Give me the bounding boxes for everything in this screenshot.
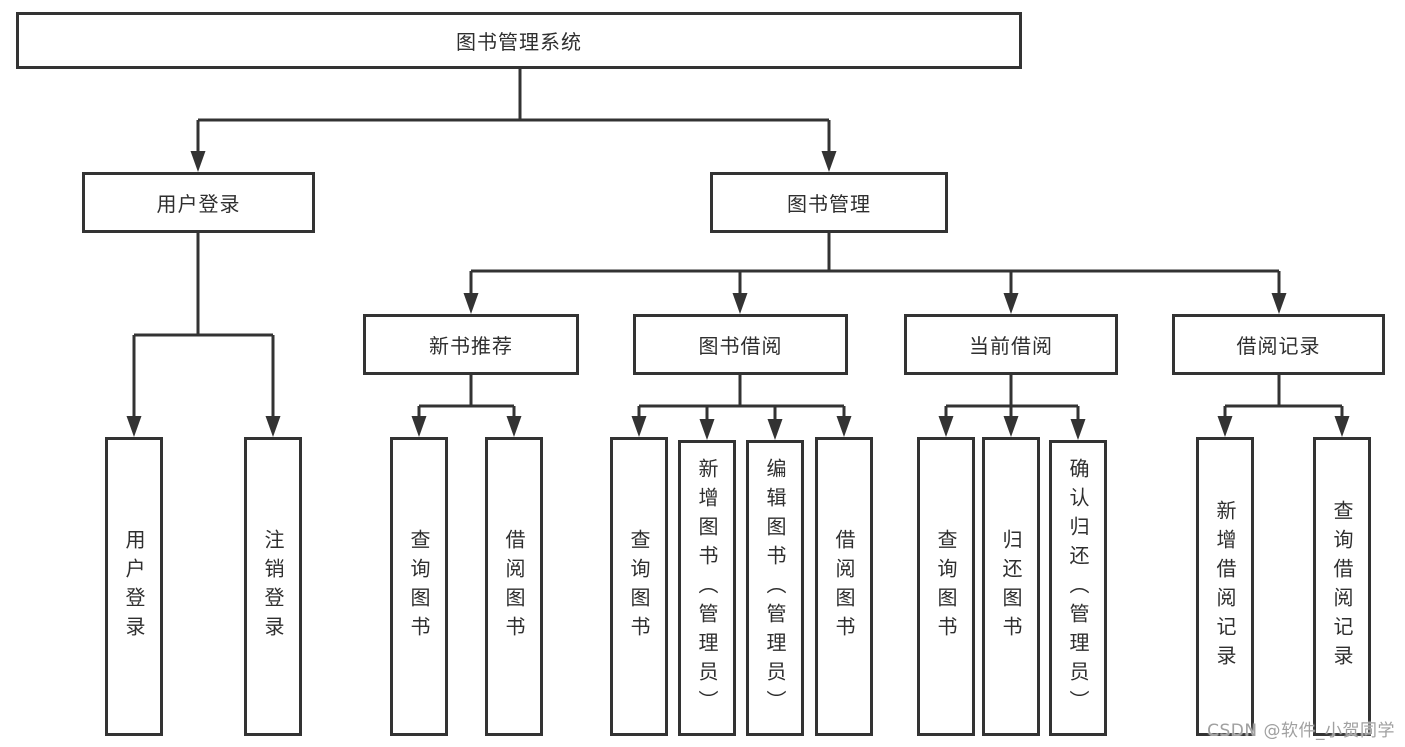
- node-label: 查询图书: [934, 528, 958, 645]
- node-book-borrowing: 图书借阅: [633, 314, 848, 375]
- node-label: 新增借阅记录: [1213, 499, 1237, 674]
- node-label: 图书管理系统: [456, 30, 582, 54]
- node-label: 查询借阅记录: [1330, 499, 1354, 674]
- csdn-watermark: CSDN @软件_小贺同学: [1207, 721, 1395, 741]
- node-label: 借阅图书: [832, 528, 856, 645]
- leaf-recommend-query-book: 查询图书: [390, 437, 448, 736]
- node-label: 当前借阅: [969, 334, 1053, 358]
- node-label: 查询图书: [407, 528, 431, 645]
- leaf-borrowing-edit-book-admin: 编辑图书（管理员）: [746, 440, 804, 736]
- node-borrowing-records: 借阅记录: [1172, 314, 1385, 375]
- node-label: 用户登录: [156, 192, 241, 216]
- leaf-borrowing-query-book: 查询图书: [610, 437, 668, 736]
- node-user-login: 用户登录: [82, 172, 315, 233]
- node-label: 借阅记录: [1236, 334, 1321, 358]
- leaf-current-return-book: 归还图书: [982, 437, 1040, 736]
- leaf-current-query-book: 查询图书: [917, 437, 975, 736]
- node-label: 查询图书: [627, 528, 651, 645]
- leaf-logout: 注销登录: [244, 437, 302, 736]
- leaf-records-query-record: 查询借阅记录: [1313, 437, 1371, 736]
- leaf-current-confirm-return-admin: 确认归还（管理员）: [1049, 440, 1107, 736]
- leaf-records-add-record: 新增借阅记录: [1196, 437, 1254, 736]
- node-label: 归还图书: [999, 528, 1023, 645]
- leaf-recommend-borrow-book: 借阅图书: [485, 437, 543, 736]
- node-current-borrowing: 当前借阅: [904, 314, 1118, 375]
- leaf-user-login: 用户登录: [105, 437, 163, 736]
- node-label: 编辑图书（管理员）: [763, 457, 787, 719]
- node-label: 注销登录: [261, 528, 285, 645]
- node-new-book-recommendation: 新书推荐: [363, 314, 579, 375]
- leaf-borrowing-add-book-admin: 新增图书（管理员）: [678, 440, 736, 736]
- leaf-borrowing-borrow-book: 借阅图书: [815, 437, 873, 736]
- node-book-management: 图书管理: [710, 172, 948, 233]
- node-label: 用户登录: [122, 528, 146, 645]
- node-label: 确认归还（管理员）: [1066, 457, 1090, 719]
- node-label: 图书管理: [787, 192, 871, 216]
- node-label: 新增图书（管理员）: [695, 457, 719, 719]
- node-label: 新书推荐: [429, 334, 513, 358]
- node-label: 图书借阅: [698, 334, 783, 358]
- node-library-management-system: 图书管理系统: [16, 12, 1022, 69]
- node-label: 借阅图书: [502, 528, 526, 645]
